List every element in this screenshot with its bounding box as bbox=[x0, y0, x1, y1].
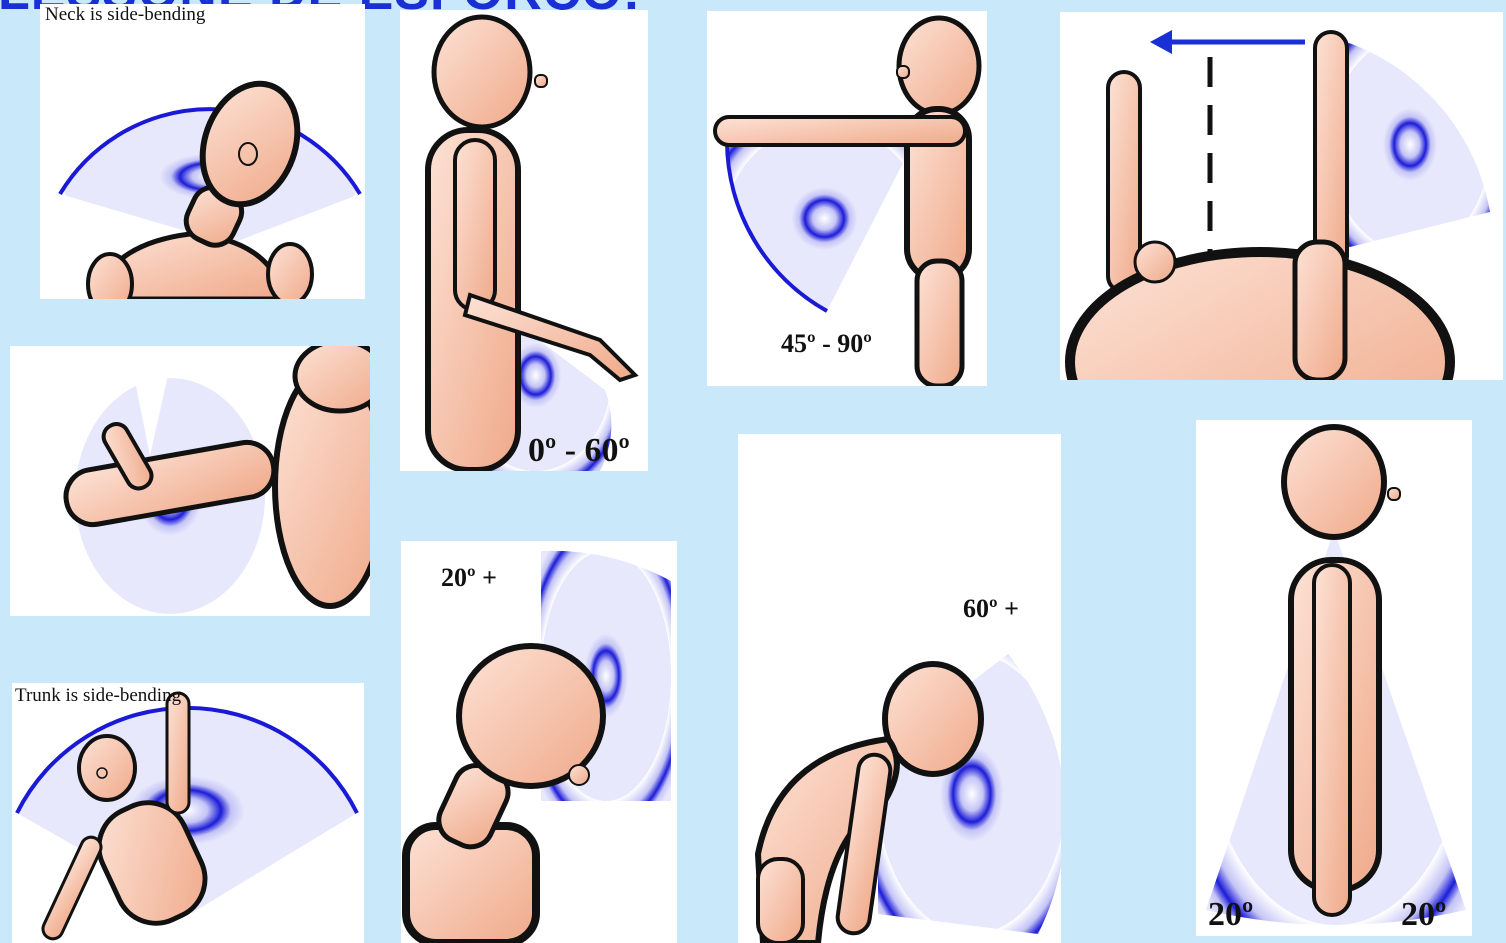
neck-side-bending-caption: Neck is side-bending bbox=[45, 4, 205, 26]
trunk-twist-left-caption: 20º bbox=[1208, 896, 1253, 934]
neck-side-bending-panel: Neck is side-bending bbox=[40, 4, 365, 299]
trunk-side-bending-caption: Trunk is side-bending bbox=[15, 685, 181, 707]
trunk-flexion-caption: 60º + bbox=[963, 594, 1019, 624]
trunk-flexion-illustration bbox=[738, 434, 1061, 943]
shoulder-flexion-mid-panel: 45º - 90º bbox=[707, 11, 987, 386]
shoulder-flexion-low-illustration bbox=[400, 10, 648, 471]
trunk-side-bending-panel: Trunk is side-bending bbox=[12, 683, 364, 943]
wrist-rotation-panel bbox=[10, 346, 370, 616]
shoulder-flexion-low-caption: 0º - 60º bbox=[528, 432, 630, 470]
shoulder-flexion-low-panel: 0º - 60º bbox=[400, 10, 648, 471]
shoulder-flexion-mid-caption: 45º - 90º bbox=[781, 329, 872, 359]
trunk-side-bending-illustration bbox=[12, 683, 364, 943]
neck-side-bending-illustration bbox=[40, 4, 365, 299]
overhead-reach-panel bbox=[1060, 12, 1503, 380]
neck-flexion-panel: 20º + bbox=[401, 541, 677, 943]
neck-flexion-illustration bbox=[401, 541, 677, 943]
wrist-rotation-illustration bbox=[10, 346, 370, 616]
trunk-twist-panel: 20º 20º bbox=[1196, 420, 1472, 936]
neck-flexion-caption: 20º + bbox=[441, 563, 497, 593]
trunk-flexion-panel: 60º + bbox=[738, 434, 1061, 943]
trunk-twist-illustration bbox=[1196, 420, 1472, 936]
overhead-reach-illustration bbox=[1060, 12, 1503, 380]
trunk-twist-right-caption: 20º bbox=[1401, 896, 1446, 934]
